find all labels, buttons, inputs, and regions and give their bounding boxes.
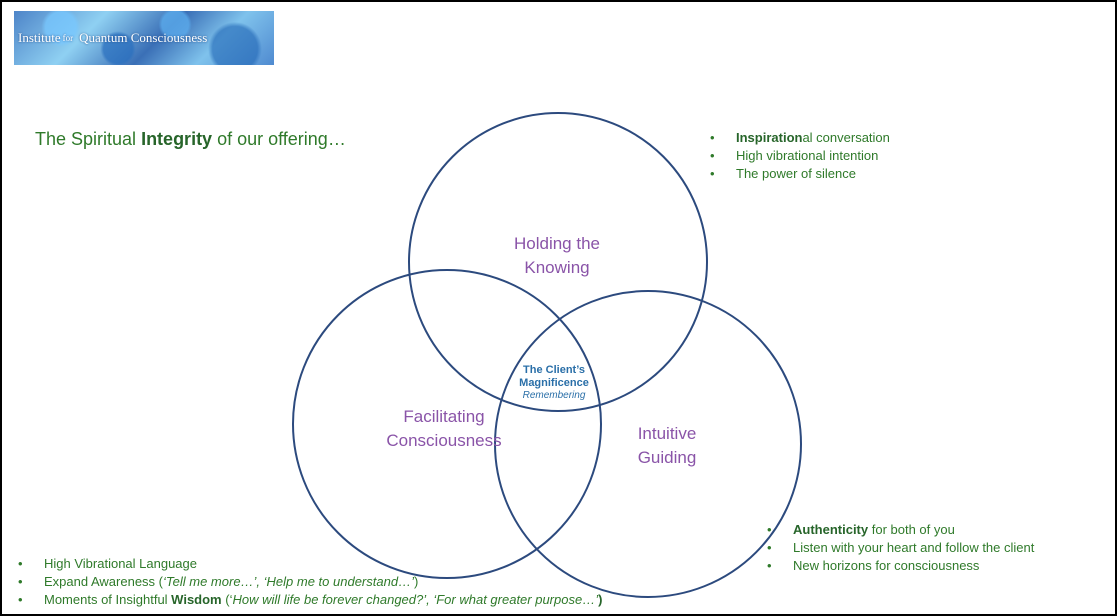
center-line1: The Client’s — [523, 364, 585, 376]
bullet-text: Expand Awareness ( — [44, 574, 163, 589]
label-left-line1: Facilitating — [403, 407, 485, 426]
list-item: Authenticity for both of you — [767, 521, 1034, 539]
label-facilitating-consciousness: Facilitating Consciousness — [364, 405, 524, 453]
bullet-text: High vibrational intention — [736, 148, 879, 163]
label-top-line1: Holding the — [513, 234, 600, 253]
logo-text-name: Quantum Consciousness — [79, 30, 208, 45]
bullet-text: Listen with your heart and follow the cl… — [793, 540, 1035, 555]
list-item: Listen with your heart and follow the cl… — [767, 539, 1034, 557]
label-right-line2: Guiding — [637, 448, 697, 467]
logo-text-institute: Institute — [18, 30, 61, 45]
circle-intuitive-guiding — [494, 290, 802, 598]
title-bold: Integrity — [141, 129, 213, 149]
list-item: New horizons for consciousness — [767, 557, 1034, 575]
bullet-italic: ‘Tell me more…’, ‘Help me to understand…… — [163, 574, 414, 589]
page-title: The Spiritual Integrity of our offering… — [35, 129, 346, 150]
center-label: The Client’s Magnificence Remembering — [498, 364, 610, 401]
label-holding-the-knowing: Holding the Knowing — [477, 232, 637, 280]
title-post: of our offering… — [212, 129, 346, 149]
bullet-text: ) — [413, 574, 419, 589]
bullet-bold: Wisdom — [171, 592, 222, 607]
top-bullet-list: Inspirational conversation High vibratio… — [710, 129, 890, 183]
label-intuitive-guiding: Intuitive Guiding — [592, 422, 742, 470]
list-item: Inspirational conversation — [710, 129, 890, 147]
bullet-text: High Vibrational Language — [44, 556, 197, 571]
bullet-text: (‘ — [221, 592, 233, 607]
label-right-line1: Intuitive — [637, 424, 697, 443]
left-bullet-list: High Vibrational Language Expand Awarene… — [18, 555, 602, 609]
bullet-text: The power of silence — [736, 166, 856, 181]
logo-text-for: for — [62, 33, 74, 43]
list-item: High Vibrational Language — [18, 555, 602, 573]
right-bullet-list: Authenticity for both of you Listen with… — [767, 521, 1034, 575]
bullet-text: New horizons for consciousness — [793, 558, 980, 573]
bullet-bold-close: ) — [598, 592, 603, 607]
bullet-text: for both of you — [868, 522, 955, 537]
bullet-bold: Authenticity — [793, 522, 869, 537]
bullet-bold: Inspiration — [736, 130, 803, 145]
bullet-italic: How will life be forever changed?’, ‘For… — [232, 592, 599, 607]
list-item: The power of silence — [710, 165, 890, 183]
label-top-line2: Knowing — [524, 258, 590, 277]
institute-logo: Institute for Quantum Consciousness — [14, 11, 274, 65]
center-subtitle: Remembering — [522, 390, 586, 401]
title-pre: The Spiritual — [35, 129, 142, 149]
list-item: Moments of Insightful Wisdom (‘How will … — [18, 591, 602, 609]
list-item: Expand Awareness (‘Tell me more…’, ‘Help… — [18, 573, 602, 591]
label-left-line2: Consciousness — [386, 431, 502, 450]
circle-holding-the-knowing — [408, 112, 708, 412]
bullet-text: Moments of Insightful — [44, 592, 172, 607]
center-line2: Magnificence — [519, 377, 589, 389]
bullet-text: al conversation — [802, 130, 890, 145]
list-item: High vibrational intention — [710, 147, 890, 165]
